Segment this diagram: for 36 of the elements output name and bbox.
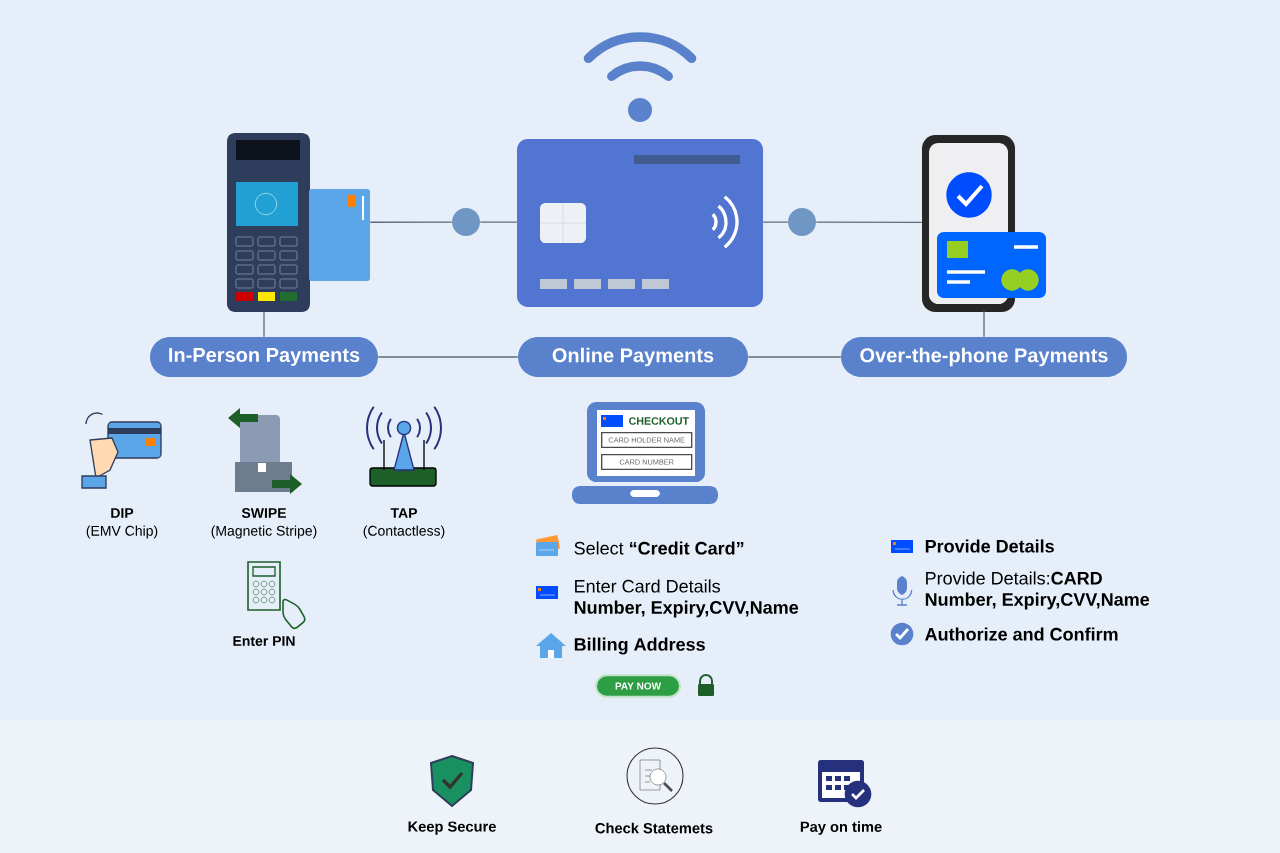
connector-line (815, 221, 923, 223)
method-title: SWIPE (241, 508, 286, 518)
step-text: Select “Credit Card” (574, 541, 744, 555)
connector-line (762, 221, 789, 223)
connector-dot (452, 208, 480, 236)
tip-caption: Pay on time (800, 821, 882, 835)
step-text: Billing Address (574, 637, 705, 655)
category-pill: Online Payments (518, 337, 748, 377)
card-terminal-drawing (227, 133, 370, 312)
step-caption: Enter PIN (233, 636, 295, 646)
method-caption: (Contactless) (363, 525, 445, 539)
category-pill: Over-the-phone Payments (841, 337, 1127, 377)
checkout-heading: CHECKOUT (629, 417, 689, 425)
category-pill: In-Person Payments (150, 337, 378, 377)
step-text: Provide Details (925, 539, 1054, 553)
connector-line (479, 221, 518, 223)
step-text: Authorize and Confirm (925, 627, 1118, 641)
step-text: Enter Card Details (575, 579, 720, 593)
step-text: Number, Expiry,CVV,Name (574, 600, 799, 618)
method-caption: (EMV Chip) (86, 525, 158, 539)
method-title: DIP (111, 508, 134, 518)
credit-card-drawing (517, 139, 763, 307)
connector-dot (788, 208, 816, 236)
step-text: Number, Expiry,CVV,Name (925, 592, 1150, 610)
step-text: Provide Details:CARD (926, 571, 1102, 585)
tip-caption: Check Statemets (595, 822, 713, 834)
pay-button: PAY NOW (595, 674, 681, 698)
connector-line (263, 311, 265, 338)
connector-line (983, 310, 985, 338)
method-caption: (Magnetic Stripe) (211, 525, 317, 539)
connector-line (747, 356, 842, 358)
method-title: TAP (390, 508, 417, 518)
smartphone-drawing (922, 135, 1046, 312)
connector-line (369, 221, 453, 223)
connector-line (377, 356, 519, 358)
tip-caption: Keep Secure (408, 821, 496, 835)
